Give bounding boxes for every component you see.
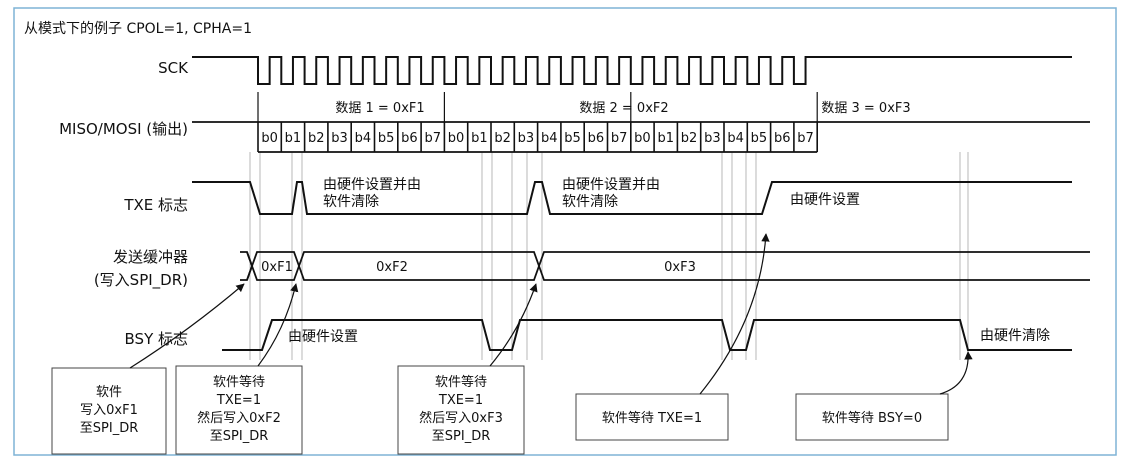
bsy-label: BSY 标志 <box>125 330 188 348</box>
bit-label: b7 <box>611 131 628 146</box>
bit-label: b6 <box>774 131 791 146</box>
note-box-3-line4: 至SPI_DR <box>432 429 490 444</box>
note-box-5 <box>795 393 949 441</box>
diagram-title: 从模式下的例子 CPOL=1, CPHA=1 <box>24 21 252 37</box>
note-box-1-line3: 至SPI_DR <box>80 421 138 436</box>
bit-label: b6 <box>401 131 418 146</box>
arrow-box3-to-buffer <box>489 283 538 367</box>
bit-label: b1 <box>657 131 674 146</box>
bit-label: b7 <box>424 131 441 146</box>
buffer-value-2: 0xF2 <box>376 260 408 275</box>
bit-label: b0 <box>448 131 465 146</box>
buffer-value-3: 0xF3 <box>664 260 696 275</box>
bit-label: b1 <box>471 131 488 146</box>
bsy-waveform <box>222 319 1072 351</box>
tx-buffer-bus <box>240 251 1090 281</box>
bit-label: b3 <box>518 131 535 146</box>
note-box-1-line1: 软件 <box>96 385 122 400</box>
bit-label: b4 <box>727 131 744 146</box>
data-group-3-label: 数据 3 = 0xF3 <box>821 101 910 116</box>
bit-label: b6 <box>588 131 605 146</box>
note-box-1-line2: 写入0xF1 <box>80 403 138 418</box>
note-box-3-line1: 软件等待 <box>435 374 487 390</box>
note-box-2-line2: TXE=1 <box>216 393 261 408</box>
bit-label: b4 <box>541 131 558 146</box>
sck-line <box>192 56 1072 85</box>
note-box-3-line3: 然后写入0xF3 <box>419 410 503 426</box>
bit-label: b0 <box>261 131 278 146</box>
bit-label: b0 <box>634 131 651 146</box>
arrow-box1-to-buffer <box>129 283 245 369</box>
note-box-5-line1: 软件等待 BSY=0 <box>822 410 922 426</box>
arrow-box4-to-txe <box>699 233 770 395</box>
bit-label: b3 <box>704 131 721 146</box>
bit-label: b4 <box>355 131 372 146</box>
note-box-2-line1: 软件等待 <box>213 374 265 390</box>
txe-label: TXE 标志 <box>123 196 188 214</box>
data-bus: b0 b1 b2 b3 b4 b5 b6 b7 b0 b1 b2 b3 b4 b5 b6 b7 b0 b1 b2 b3… <box>192 92 1090 153</box>
sck-waveform <box>192 56 1072 85</box>
txe-waveform <box>192 181 1072 215</box>
note-box-4 <box>575 393 729 441</box>
arrow-box5-to-bsy <box>939 351 973 395</box>
bit-label: b5 <box>564 131 581 146</box>
txe-note-2-line2: 软件清除 <box>562 194 618 210</box>
txe-note-2-line1: 由硬件设置并由 <box>562 177 660 193</box>
note-box-2-line4: 至SPI_DR <box>210 429 268 444</box>
bsy-note-set: 由硬件设置 <box>288 329 358 345</box>
note-box-2-line3: 然后写入0xF2 <box>197 410 281 426</box>
txe-note-3: 由硬件设置 <box>790 192 860 208</box>
note-box-3 <box>397 365 525 455</box>
outer-border <box>13 7 1117 456</box>
txe-note-1-line1: 由硬件设置并由 <box>323 177 421 193</box>
bit-label: b7 <box>797 131 814 146</box>
note-box-4-line1: 软件等待 TXE=1 <box>602 410 702 426</box>
bit-label: b1 <box>285 131 302 146</box>
bit-label: b5 <box>751 131 768 146</box>
bit-label: b3 <box>331 131 348 146</box>
txe-note-1-line2: 软件清除 <box>323 194 379 210</box>
note-box-2 <box>175 365 303 455</box>
bit-label: b5 <box>378 131 395 146</box>
note-box-3-line2: TXE=1 <box>438 393 483 408</box>
bsy-note-clear: 由硬件清除 <box>980 328 1050 344</box>
buffer-top-line <box>246 251 1090 269</box>
buffer-label-line1: 发送缓冲器 <box>113 248 188 266</box>
bit-label: b2 <box>681 131 698 146</box>
data-group-1-label: 数据 1 = 0xF1 <box>335 101 424 116</box>
arrow-box2-to-buffer <box>257 283 299 367</box>
data-group-2-label: 数据 2 = 0xF2 <box>579 101 668 116</box>
buffer-bottom-line <box>246 263 1090 281</box>
bit-label: b2 <box>494 131 511 146</box>
note-box-1 <box>51 367 167 455</box>
bit-label: b2 <box>308 131 325 146</box>
sck-label: SCK <box>158 59 189 77</box>
buffer-label-line2: (写入SPI_DR) <box>94 271 188 290</box>
miso-mosi-label: MISO/MOSI (输出) <box>59 120 188 138</box>
buffer-value-1: 0xF1 <box>261 260 293 275</box>
